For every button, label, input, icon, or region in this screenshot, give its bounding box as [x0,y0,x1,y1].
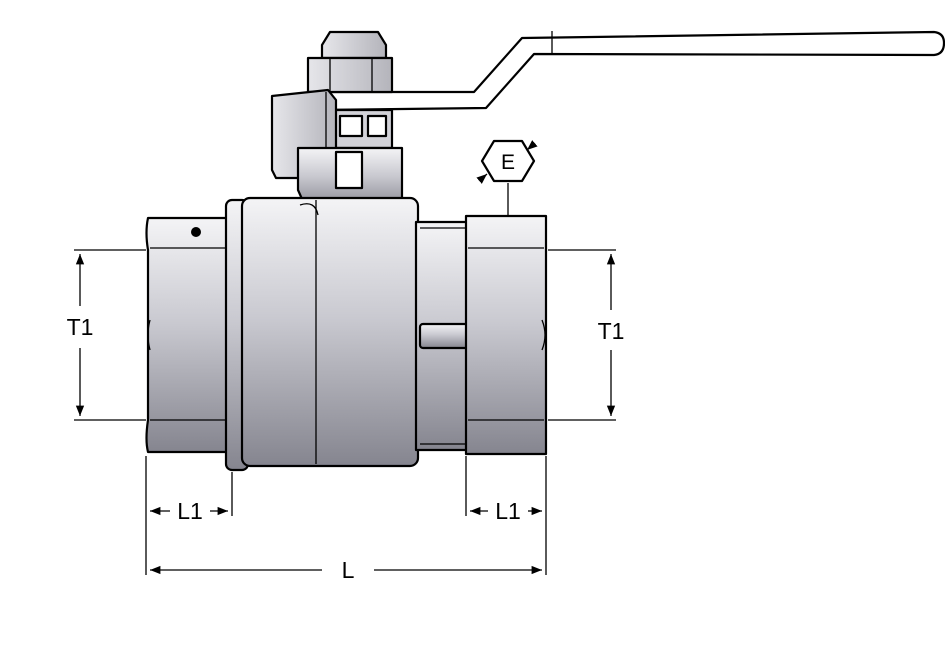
t1-right-label: T1 [598,318,625,344]
body-marker-dot [191,227,201,237]
dimension-l1-left: L1 [150,498,228,524]
stem [332,108,394,150]
l-total-label: L [342,557,355,583]
valve-body [145,196,548,472]
dimension-t1-left: T1 [67,249,146,421]
t1-left-label: T1 [67,314,94,340]
dimension-l-total: L [150,557,542,583]
hex-indicator: E [476,139,538,216]
stem-nut [306,30,394,94]
extension-lines [145,456,547,575]
dimension-l1-right: L1 [470,498,542,524]
dimension-t1-right: T1 [548,249,625,421]
hex-label: E [501,151,515,174]
l1-left-label: L1 [177,498,203,524]
l1-right-label: L1 [495,498,521,524]
lever-handle [316,30,945,112]
